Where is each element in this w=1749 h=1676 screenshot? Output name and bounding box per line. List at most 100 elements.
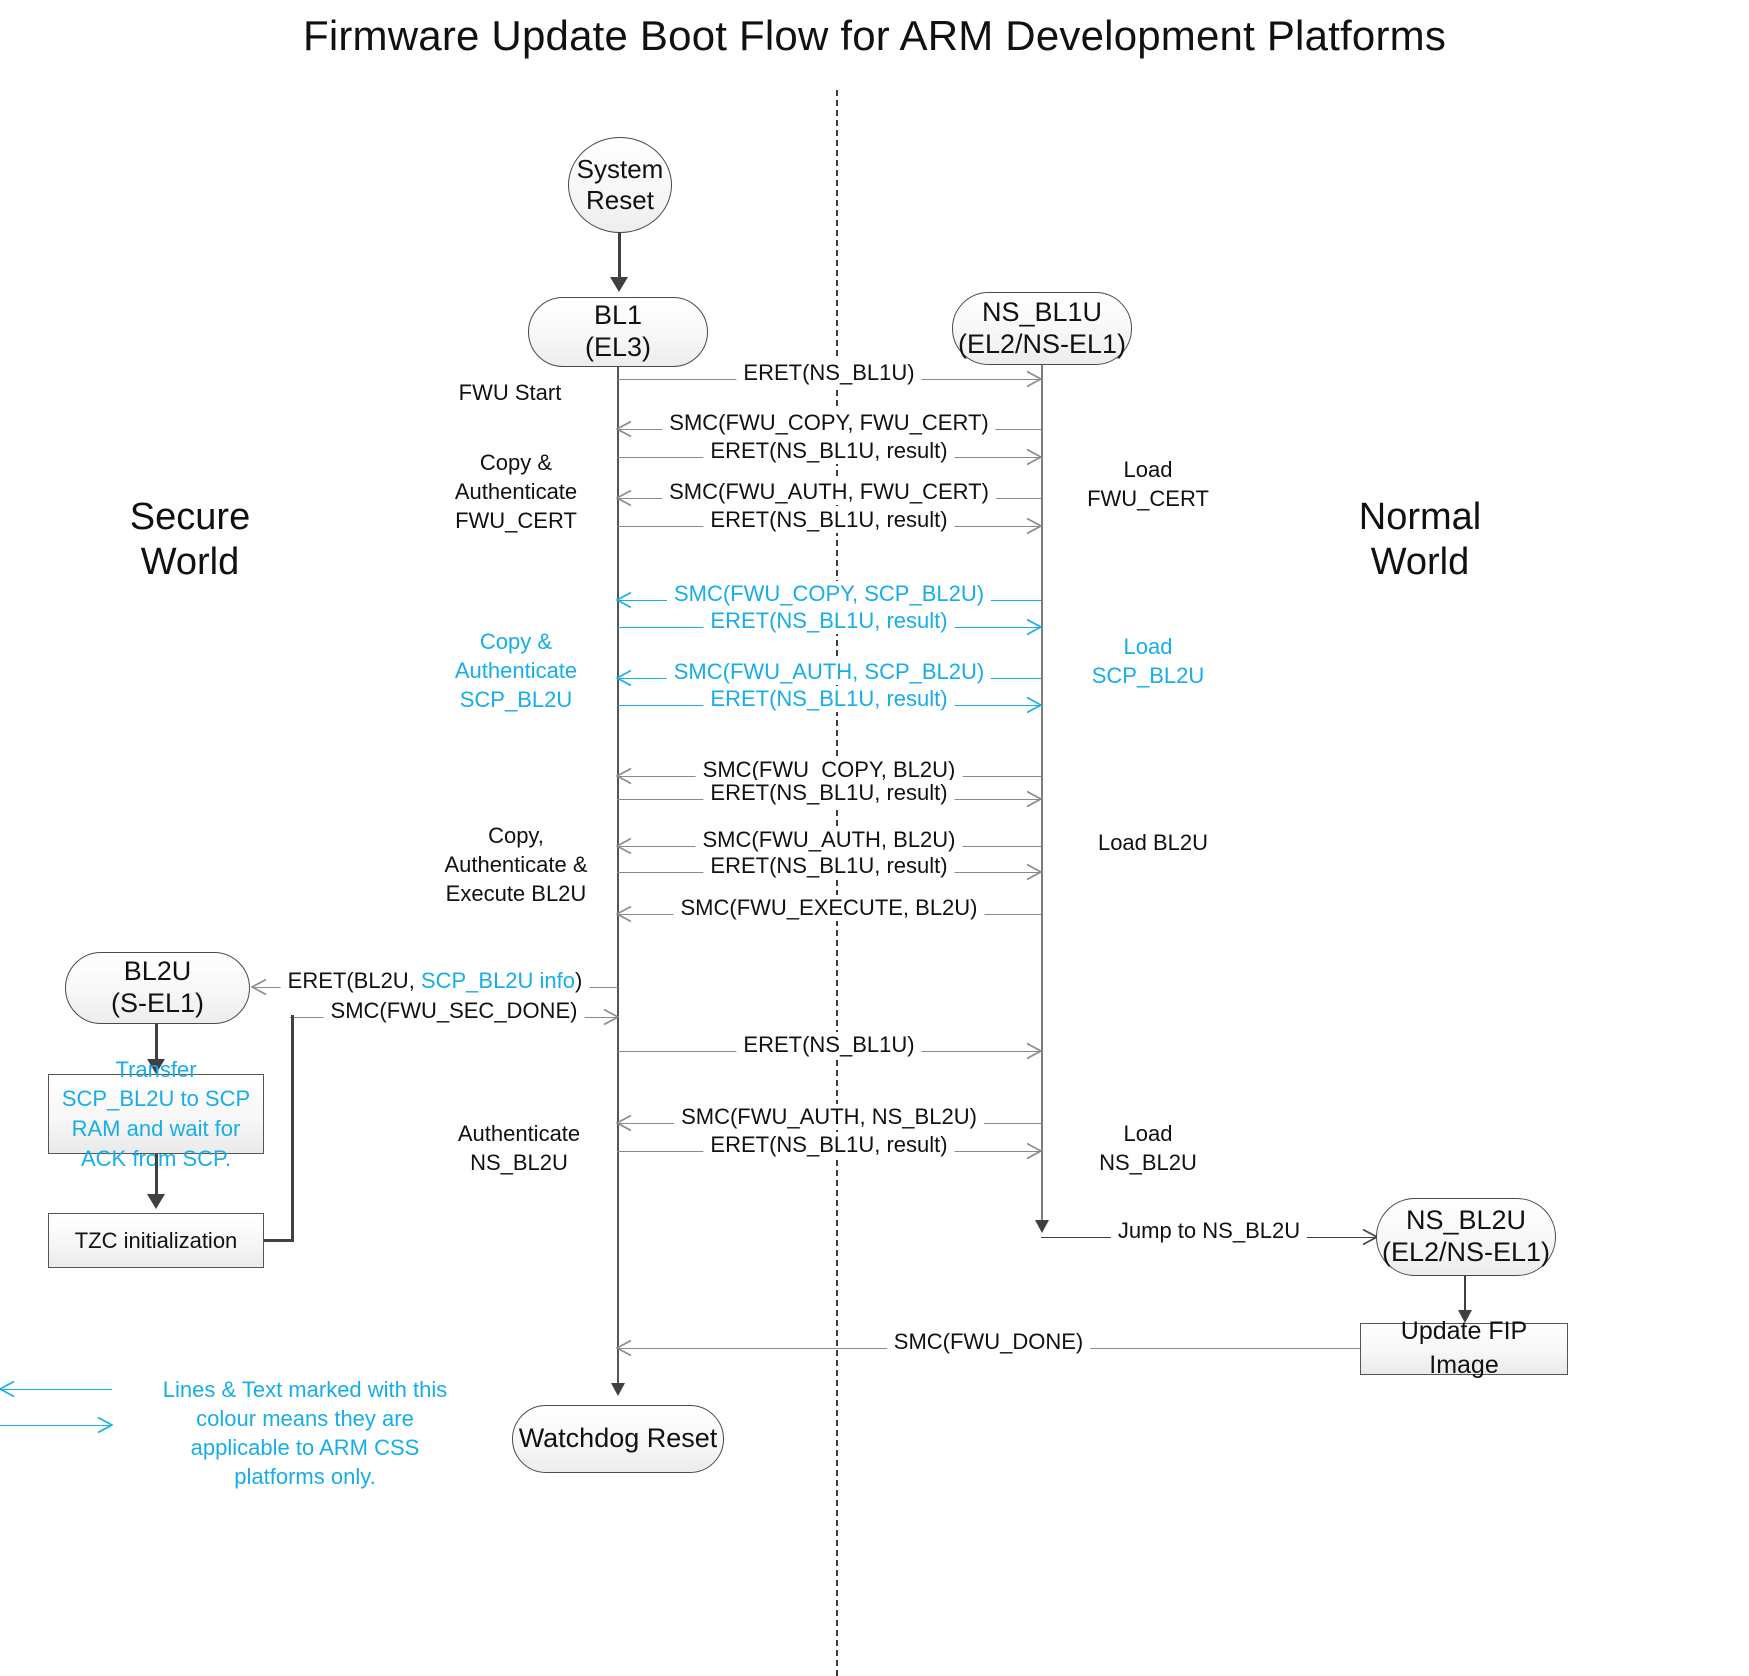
message-m6: SMC(FWU_COPY, SCP_BL2U) — [616, 581, 1041, 612]
message-m15-label: ERET(NS_BL1U) — [736, 1032, 922, 1058]
right-label-load-fwu-cert: Load FWU_CERT — [1058, 455, 1238, 513]
arrowhead-m3 — [1025, 448, 1042, 466]
arrowhead-bl2u-to-transfer — [147, 1059, 165, 1074]
process-box-update-fip-image[interactable]: Update FIP Image — [1360, 1317, 1568, 1379]
message-smc-fwu-sec-done-label: SMC(FWU_SEC_DONE) — [323, 998, 585, 1024]
message-m10: SMC(FWU_COPY, BL2U) — [616, 757, 1041, 788]
message-m3: ERET(NS_BL1U, result) — [617, 438, 1042, 469]
ns-bl1u-line1: NS_BL1U — [981, 296, 1103, 327]
message-m8-label: SMC(FWU_AUTH, SCP_BL2U) — [666, 659, 992, 685]
legend-text: Lines & Text marked with this colour mea… — [162, 1377, 448, 1490]
message-smc-fwu-done-label: SMC(FWU_DONE) — [886, 1329, 1091, 1355]
arrowhead-m10 — [616, 767, 633, 785]
arrowhead-m8 — [616, 669, 633, 687]
message-m17-label: ERET(NS_BL1U, result) — [703, 1132, 955, 1158]
node-bl2u[interactable]: BL2U (S-EL1) — [65, 952, 250, 1024]
node-ns-bl1u[interactable]: NS_BL1U (EL2/NS-EL1) — [952, 292, 1132, 365]
connector-reset-to-bl1 — [618, 232, 621, 284]
message-m5-label: ERET(NS_BL1U, result) — [703, 507, 955, 533]
arrowhead-smc-fwu-sec-done — [602, 1008, 619, 1026]
legend-arrow-right — [0, 1416, 113, 1434]
bl1-line1: BL1 — [593, 300, 643, 331]
message-m2: SMC(FWU_COPY, FWU_CERT) — [616, 410, 1041, 441]
secure-world-label: Secure World — [60, 495, 320, 585]
left-label-copy-auth-scp-bl2u: Copy & Authenticate SCP_BL2U — [430, 627, 602, 714]
message-smc-fwu-done: SMC(FWU_DONE) — [616, 1329, 1360, 1360]
legend-arrow-left-line — [0, 1389, 112, 1390]
message-m1: ERET(NS_BL1U) — [617, 360, 1042, 391]
node-bl1[interactable]: BL1 (EL3) — [528, 297, 708, 367]
message-m4: SMC(FWU_AUTH, FWU_CERT) — [616, 479, 1041, 510]
right-label-load-scp-bl2u-text: Load SCP_BL2U — [1091, 634, 1205, 689]
bl2u-line2: (S-EL1) — [110, 988, 205, 1018]
message-smc-fwu-sec-done: SMC(FWU_SEC_DONE) — [290, 998, 619, 1029]
process-box-tzc-init[interactable]: TZC initialization — [48, 1213, 264, 1268]
message-m7: ERET(NS_BL1U, result) — [617, 608, 1042, 639]
message-jump-to-ns-bl2u: Jump to NS_BL2U — [1041, 1218, 1378, 1249]
arrowhead-m13 — [1025, 863, 1042, 881]
arrowhead-m4 — [616, 489, 633, 507]
system-reset-line2: Reset — [586, 185, 654, 215]
arrowhead-bl1-to-watchdog — [611, 1383, 625, 1396]
process-box-transfer-scp-bl2u[interactable]: Transfer SCP_BL2U to SCP RAM and wait fo… — [48, 1057, 264, 1171]
arrowhead-m2 — [616, 420, 633, 438]
secure-world-line1: Secure — [129, 496, 251, 538]
message-m15: ERET(NS_BL1U) — [617, 1032, 1042, 1063]
message-m17: ERET(NS_BL1U, result) — [617, 1132, 1042, 1163]
arrowhead-m17 — [1025, 1142, 1042, 1160]
arrowhead-m11 — [1025, 790, 1042, 808]
lifeline-ns-bl1u — [1041, 365, 1043, 1226]
node-ns-bl2u[interactable]: NS_BL2U (EL2/NS-EL1) — [1376, 1198, 1556, 1276]
left-label-copy-auth-exec-bl2u: Copy, Authenticate & Execute BL2U — [418, 821, 614, 908]
right-label-load-bl2u: Load BL2U — [1058, 828, 1248, 857]
arrowhead-transfer-to-tzc — [147, 1194, 165, 1209]
message-m1-label: ERET(NS_BL1U) — [736, 360, 922, 386]
normal-world-label: Normal World — [1290, 495, 1550, 585]
legend-arrowhead-right — [96, 1416, 113, 1434]
left-label-authenticate-ns-bl2u-text: Authenticate NS_BL2U — [457, 1121, 581, 1176]
message-m9: ERET(NS_BL1U, result) — [617, 686, 1042, 717]
world-divider — [836, 90, 838, 1676]
message-eret-bl2u: ERET(BL2U, SCP_BL2U info) — [251, 968, 618, 999]
message-m14: SMC(FWU_EXECUTE, BL2U) — [616, 895, 1041, 926]
node-system-reset[interactable]: System Reset — [568, 137, 672, 233]
secure-world-line2: World — [140, 540, 240, 583]
message-m7-label: ERET(NS_BL1U, result) — [703, 608, 955, 634]
legend-arrow-right-line — [0, 1425, 112, 1426]
message-m2-label: SMC(FWU_COPY, FWU_CERT) — [662, 410, 996, 436]
connector-bl2u-to-transfer — [155, 1024, 158, 1066]
normal-world-line1: Normal — [1358, 496, 1482, 538]
message-m11: ERET(NS_BL1U, result) — [617, 780, 1042, 811]
connector-tzc-up — [291, 1015, 294, 1241]
node-watchdog-reset[interactable]: Watchdog Reset — [512, 1405, 724, 1473]
arrowhead-smc-fwu-done — [616, 1339, 633, 1357]
message-m3-label: ERET(NS_BL1U, result) — [703, 438, 955, 464]
left-label-authenticate-ns-bl2u: Authenticate NS_BL2U — [434, 1119, 604, 1177]
connector-transfer-to-tzc — [155, 1154, 158, 1202]
bl1-line2: (EL3) — [584, 332, 652, 362]
bl2u-line1: BL2U — [123, 956, 192, 987]
process-box-tzc-init-text: TZC initialization — [74, 1227, 238, 1253]
arrowhead-ns-bl1u-down — [1035, 1220, 1049, 1233]
ns-bl1u-line2: (EL2/NS-EL1) — [957, 328, 1127, 359]
message-m11-label: ERET(NS_BL1U, result) — [703, 780, 955, 806]
message-eret-bl2u-label: ERET(BL2U, SCP_BL2U info) — [280, 968, 590, 994]
message-jump-to-ns-bl2u-label: Jump to NS_BL2U — [1110, 1218, 1308, 1244]
arrowhead-m7 — [1025, 618, 1042, 636]
connector-tzc-right — [264, 1239, 294, 1242]
arrowhead-ns-bl2u-to-fip — [1458, 1310, 1472, 1323]
eret-bl2u-part1: ERET(BL2U, — [287, 968, 421, 993]
left-label-copy-auth-scp-bl2u-text: Copy & Authenticate SCP_BL2U — [454, 629, 578, 713]
page-title: Firmware Update Boot Flow for ARM Develo… — [302, 12, 1447, 59]
message-m6-label: SMC(FWU_COPY, SCP_BL2U) — [666, 581, 992, 607]
message-m12: SMC(FWU_AUTH, BL2U) — [616, 827, 1041, 858]
left-label-fwu-start: FWU Start — [420, 378, 600, 407]
arrowhead-m6 — [616, 591, 633, 609]
arrowhead-reset-to-bl1 — [610, 277, 628, 292]
left-label-fwu-start-text: FWU Start — [458, 380, 562, 405]
eret-bl2u-part2-cyan: SCP_BL2U info — [420, 968, 576, 993]
right-label-load-fwu-cert-text: Load FWU_CERT — [1087, 457, 1209, 512]
legend-arrowhead-left — [0, 1380, 16, 1398]
connector-ns-bl2u-to-fip — [1464, 1276, 1466, 1320]
process-box-update-fip-image-text: Update FIP Image — [1400, 1317, 1528, 1379]
